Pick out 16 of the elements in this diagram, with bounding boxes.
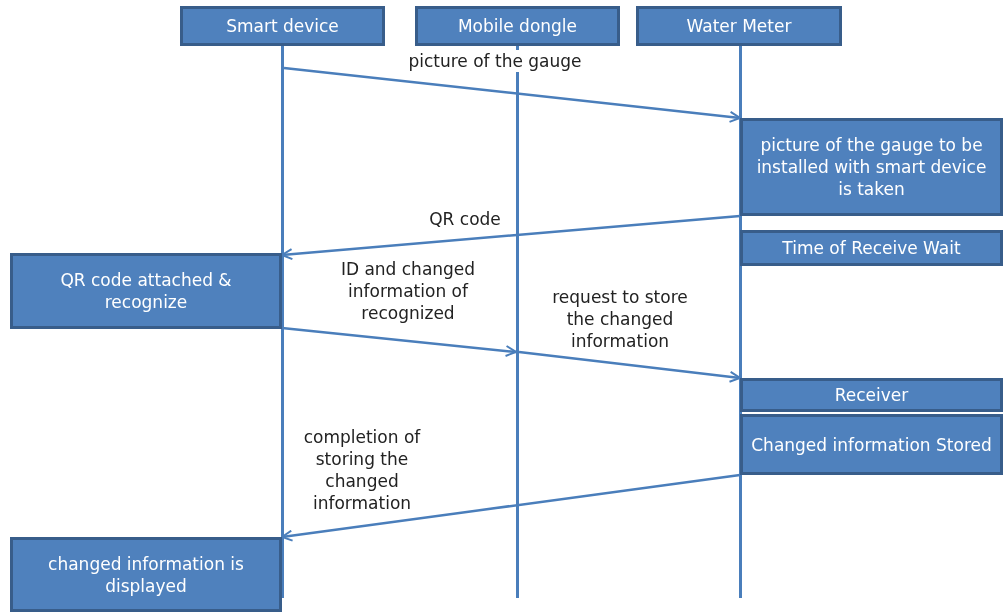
lifeline xyxy=(739,46,742,598)
activation-box: QR code attached & recognize xyxy=(10,253,282,329)
activation-box: changed information is displayed xyxy=(10,537,282,612)
activation-box: Time of Receive Wait xyxy=(740,230,1003,266)
lifeline xyxy=(281,46,284,598)
lifeline-header: Mobile dongle xyxy=(415,6,620,46)
lifeline-header: Smart device xyxy=(180,6,385,46)
arrow xyxy=(283,66,741,123)
activation-box: picture of the gauge to be installed with smart device is taken xyxy=(740,118,1003,216)
arrow xyxy=(281,326,517,357)
arrow xyxy=(281,214,741,261)
activation-box: Receiver xyxy=(740,378,1003,412)
arrow xyxy=(518,350,741,383)
activation-box: Changed information Stored xyxy=(740,414,1003,475)
arrow xyxy=(281,473,741,542)
lifeline-header: Water Meter xyxy=(636,6,842,46)
